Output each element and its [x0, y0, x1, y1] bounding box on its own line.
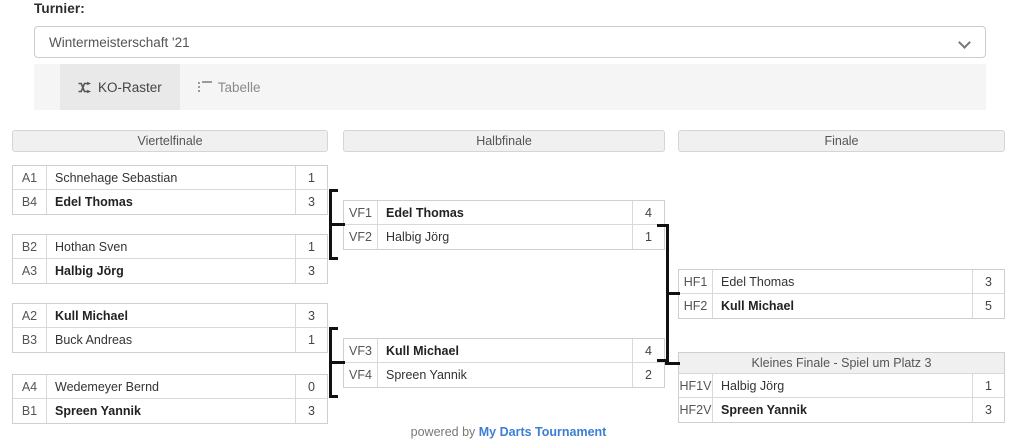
tournament-select-wrapper: Wintermeisterschaft '21: [34, 26, 986, 58]
match-row: VF4 Spreen Yannik 2: [344, 363, 664, 387]
match-row: A2 Kull Michael 3: [13, 304, 327, 328]
match-final[interactable]: HF1 Edel Thomas 3 HF2 Kull Michael 5: [678, 269, 1005, 319]
player-name: Spreen Yannik: [386, 368, 467, 382]
player-name: Kull Michael: [55, 308, 128, 323]
match-row: B3 Buck Andreas 1: [13, 328, 327, 352]
match-sf1[interactable]: VF1 Edel Thomas 4 VF2 Halbig Jörg 1: [343, 200, 665, 250]
match-qf1[interactable]: A1 Schnehage Sebastian 1 B4 Edel Thomas …: [12, 165, 328, 215]
seed-code: B1: [13, 399, 47, 423]
tab-ko-raster-label: KO-Raster: [98, 79, 162, 95]
player-name: Edel Thomas: [386, 205, 464, 220]
match-row: B4 Edel Thomas 3: [13, 190, 327, 214]
seed-code: HF1V: [679, 374, 713, 397]
seed-code: VF3: [344, 339, 378, 362]
player-score: 3: [972, 270, 1004, 293]
match-row: B1 Spreen Yannik 3: [13, 399, 327, 423]
player-name: Halbig Jörg: [386, 230, 450, 244]
seed-code: B2: [13, 235, 47, 258]
seed-code: HF2: [679, 294, 713, 318]
player-score: 2: [632, 363, 664, 387]
player-name: Halbig Jörg: [721, 378, 785, 393]
player-score: 0: [295, 375, 327, 398]
player-name: Edel Thomas: [55, 195, 133, 209]
seed-code: HF2V: [679, 398, 713, 422]
seed-code: VF4: [344, 363, 378, 387]
tournament-select[interactable]: Wintermeisterschaft '21: [34, 26, 986, 58]
match-row: A3 Halbig Jörg 3: [13, 259, 327, 283]
player-name: Halbig Jörg: [55, 264, 124, 278]
footer-brand-link[interactable]: My Darts Tournament: [478, 425, 607, 439]
view-tabbar: KO-Raster Tabelle: [34, 64, 986, 110]
tab-ko-raster[interactable]: KO-Raster: [60, 64, 180, 110]
shuffle-icon: [78, 81, 92, 94]
player-name: Spreen Yannik: [55, 404, 141, 418]
seed-code: VF2: [344, 225, 378, 249]
match-row: HF1V Halbig Jörg 1: [679, 374, 1004, 398]
match-row: A1 Schnehage Sebastian 1: [13, 166, 327, 190]
player-score: 1: [295, 235, 327, 258]
player-score: 1: [295, 166, 327, 189]
player-name: Kull Michael: [721, 299, 794, 313]
round-header-quarterfinal: Viertelfinale: [12, 130, 328, 152]
match-qf3[interactable]: A2 Kull Michael 3 B3 Buck Andreas 1: [12, 303, 328, 353]
player-score: 3: [295, 304, 327, 327]
match-qf4[interactable]: A4 Wedemeyer Bernd 0 B1 Spreen Yannik 3: [12, 374, 328, 424]
player-name: Schnehage Sebastian: [55, 170, 178, 185]
player-name: Spreen Yannik: [721, 403, 807, 417]
player-score: 3: [972, 398, 1004, 422]
third-place-title: Kleines Finale - Spiel um Platz 3: [679, 353, 1004, 374]
match-row: HF1 Edel Thomas 3: [679, 270, 1004, 294]
seed-code: A2: [13, 304, 47, 327]
player-name: Kull Michael: [386, 343, 459, 358]
seed-code: HF1: [679, 270, 713, 293]
footer: powered by My Darts Tournament: [0, 425, 1017, 439]
match-row: A4 Wedemeyer Bernd 0: [13, 375, 327, 399]
footer-powered-by: powered by: [410, 425, 476, 439]
tournament-select-value: Wintermeisterschaft '21: [49, 34, 190, 50]
tournament-label: Turnier:: [34, 1, 85, 16]
seed-code: B3: [13, 328, 47, 352]
match-third-place[interactable]: Kleines Finale - Spiel um Platz 3 HF1V H…: [678, 352, 1005, 423]
match-row: VF1 Edel Thomas 4: [344, 201, 664, 225]
player-score: 5: [972, 294, 1004, 318]
player-name: Buck Andreas: [55, 333, 133, 347]
match-row: VF2 Halbig Jörg 1: [344, 225, 664, 249]
player-score: 1: [972, 374, 1004, 397]
match-sf2[interactable]: VF3 Kull Michael 4 VF4 Spreen Yannik 2: [343, 338, 665, 388]
player-score: 4: [632, 339, 664, 362]
match-qf2[interactable]: B2 Hothan Sven 1 A3 Halbig Jörg 3: [12, 234, 328, 284]
player-name: Wedemeyer Bernd: [55, 379, 159, 394]
player-score: 3: [295, 259, 327, 283]
tab-tabelle[interactable]: Tabelle: [180, 64, 279, 110]
seed-code: A1: [13, 166, 47, 189]
match-row: B2 Hothan Sven 1: [13, 235, 327, 259]
player-score: 4: [632, 201, 664, 224]
seed-code: VF1: [344, 201, 378, 224]
player-score: 3: [295, 399, 327, 423]
player-score: 1: [295, 328, 327, 352]
tab-tabelle-label: Tabelle: [217, 79, 261, 95]
seed-code: A4: [13, 375, 47, 398]
list-icon: [197, 80, 212, 94]
seed-code: B4: [13, 190, 47, 214]
player-name: Hothan Sven: [55, 239, 128, 254]
player-score: 3: [295, 190, 327, 214]
match-row: HF2 Kull Michael 5: [679, 294, 1004, 318]
round-header-semifinal: Halbfinale: [343, 130, 665, 152]
seed-code: A3: [13, 259, 47, 283]
match-row: HF2V Spreen Yannik 3: [679, 398, 1004, 422]
round-header-final: Finale: [678, 130, 1005, 152]
match-row: VF3 Kull Michael 4: [344, 339, 664, 363]
player-name: Edel Thomas: [721, 274, 795, 289]
player-score: 1: [632, 225, 664, 249]
